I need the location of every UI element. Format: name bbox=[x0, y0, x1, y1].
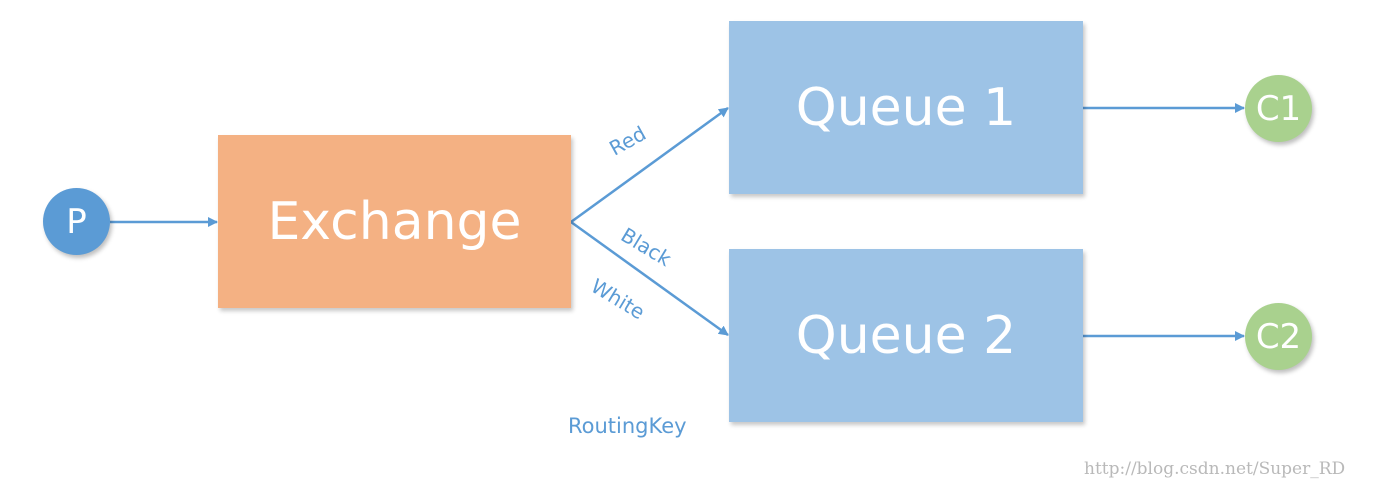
watermark-text: http://blog.csdn.net/Super_RD bbox=[1084, 459, 1346, 479]
producer-node: P bbox=[43, 188, 110, 255]
queue2-label: Queue 2 bbox=[795, 305, 1017, 366]
arrow-exchange-to-queue2 bbox=[570, 220, 729, 337]
routing-key-caption: RoutingKey bbox=[568, 414, 687, 438]
producer-label: P bbox=[66, 201, 87, 242]
queue1-box: Queue 1 bbox=[729, 21, 1083, 194]
queue2-box: Queue 2 bbox=[729, 249, 1083, 422]
exchange-box: Exchange bbox=[218, 135, 571, 308]
consumer2-label: C2 bbox=[1255, 316, 1302, 357]
arrow-exchange-to-queue1 bbox=[570, 106, 729, 224]
consumer1-node: C1 bbox=[1245, 75, 1312, 142]
consumer1-label: C1 bbox=[1255, 88, 1302, 129]
queue1-label: Queue 1 bbox=[795, 77, 1017, 138]
exchange-label: Exchange bbox=[267, 191, 522, 252]
consumer2-node: C2 bbox=[1245, 303, 1312, 370]
